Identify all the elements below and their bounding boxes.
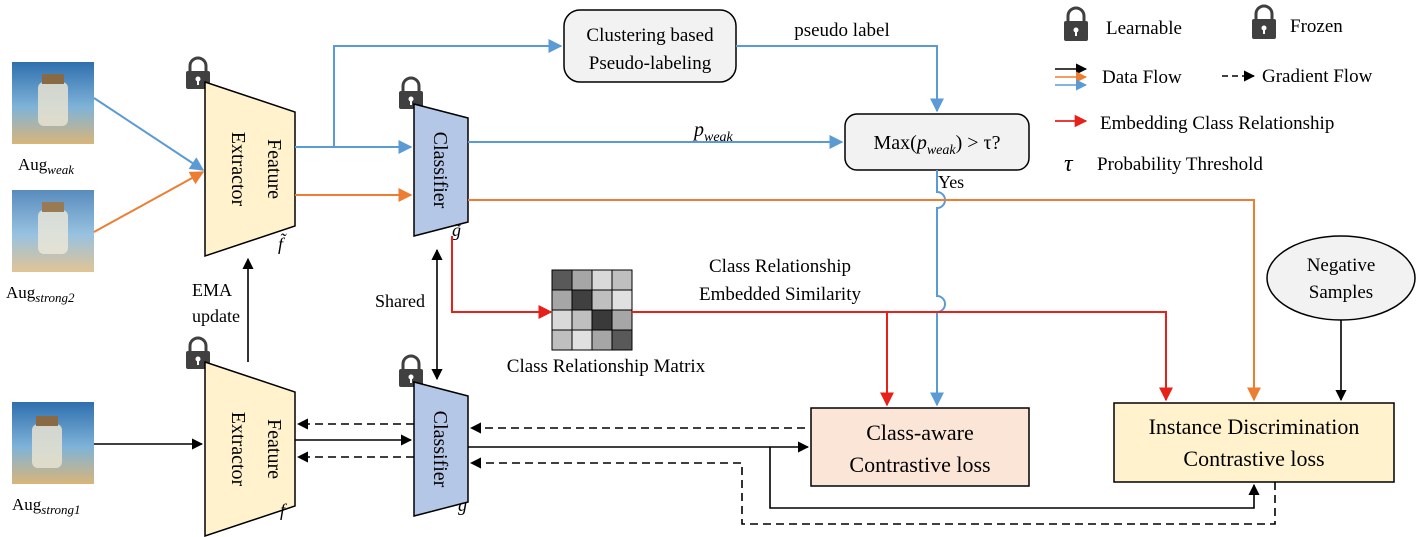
matrix-cell — [571, 309, 593, 331]
lock-icon — [1252, 4, 1276, 39]
crs-line1: Class Relationship — [709, 256, 851, 277]
class-aware-loss-box — [810, 407, 1030, 487]
arrow-to-matrix — [451, 236, 553, 319]
yes-label: Yes — [938, 172, 964, 192]
arrow-pseudo-label — [736, 45, 944, 113]
weak-data-flow — [93, 39, 946, 407]
g-label: g — [458, 495, 467, 515]
matrix-cell — [551, 329, 573, 351]
arrow-weak-to-fe — [93, 97, 205, 171]
matrix-cell — [611, 329, 633, 351]
matrix-cell — [611, 309, 633, 331]
class-aware-line1: Class-aware — [866, 420, 974, 445]
top-feature-extractor — [204, 80, 296, 258]
class-relationship-matrix — [551, 269, 633, 351]
arrow-matrix-to-instance — [631, 311, 1173, 402]
matrix-cell — [611, 269, 633, 291]
instance-line1: Instance Discrimination — [1149, 414, 1360, 439]
aug-weak-image — [12, 62, 94, 144]
matrix-cell — [591, 329, 613, 351]
aug-weak-label: Augweak — [18, 155, 74, 177]
matrix-cell — [591, 289, 613, 311]
top-classifier-label: Classifier — [429, 132, 451, 209]
f-label: f — [280, 500, 288, 520]
legend-tau-desc: Probability Threshold — [1097, 154, 1263, 175]
lock-icon — [399, 354, 423, 387]
matrix-cell — [571, 269, 593, 291]
matrix-cell — [591, 269, 613, 291]
legend-data-flow: Data Flow — [1102, 67, 1182, 88]
lock-icon — [399, 76, 423, 109]
bottom-classifier — [413, 381, 469, 517]
strong2-data-flow — [93, 171, 1261, 402]
negative-line2: Samples — [1309, 282, 1373, 303]
top-fe-line2: Extractor — [227, 132, 249, 207]
ema-line2: update — [192, 306, 240, 326]
bottom-fe-line2: Extractor — [227, 412, 249, 487]
clustering-line1: Clustering based — [586, 25, 714, 46]
matrix-label: Class Relationship Matrix — [507, 356, 706, 377]
legend-learnable: Learnable — [1106, 18, 1182, 39]
matrix-cell — [571, 329, 593, 351]
lock-icon — [1064, 6, 1088, 41]
clustering-line2: Pseudo-labeling — [589, 53, 712, 74]
matrix-cell — [551, 309, 573, 331]
instance-line2: Contrastive loss — [1183, 446, 1324, 471]
strong1-data-flow — [94, 248, 1347, 509]
aug-strong2-image — [12, 190, 94, 272]
instance-loss-box — [1113, 402, 1395, 483]
negative-samples-ellipse — [1266, 235, 1416, 321]
legend-embedding: Embedding Class Relationship — [1100, 113, 1334, 134]
pseudo-label-text: pseudo label — [794, 20, 890, 41]
matrix-cell — [551, 269, 573, 291]
matrix-cell — [571, 289, 593, 311]
grad-instance-to-classifier — [469, 457, 1276, 525]
embedding-flow — [451, 236, 1173, 407]
arrow-to-instance — [769, 447, 1260, 509]
aug-strong1-label: Augstrong1 — [12, 495, 81, 517]
legend-frozen: Frozen — [1290, 16, 1343, 37]
top-classifier — [413, 103, 469, 237]
top-fe-line1: Feature — [263, 139, 285, 199]
bottom-feature-extractor — [204, 360, 296, 537]
ema-line1: EMA — [192, 280, 232, 300]
arrow-strong2-to-fe — [93, 171, 205, 233]
class-aware-line2: Contrastive loss — [849, 452, 990, 477]
aug-strong2-label: Augstrong2 — [6, 283, 75, 305]
lock-icon — [186, 56, 210, 89]
arrow-classifier-to-instance — [468, 199, 1261, 402]
f-tilde-label: f̃ — [278, 233, 288, 254]
legend-gradient-flow: Gradient Flow — [1262, 66, 1373, 87]
shared-label: Shared — [375, 291, 425, 311]
threshold-text: Max(pweak) > τ? — [874, 132, 1001, 158]
bottom-classifier-label: Classifier — [429, 411, 451, 488]
bottom-fe-line1: Feature — [263, 419, 285, 479]
arrow-fe-to-clustering — [333, 39, 563, 147]
crs-line2: Embedded Similarity — [699, 284, 862, 305]
lock-icon — [186, 336, 210, 369]
legend-tau: τ — [1064, 151, 1074, 177]
matrix-cell — [591, 309, 613, 331]
arrow-yes-to-class-aware — [930, 170, 946, 407]
matrix-cell — [611, 289, 633, 311]
g-tilde-label: g̃ — [452, 220, 462, 240]
legend: Learnable Frozen Data Flow Gradient Flow… — [1055, 4, 1373, 177]
negative-line1: Negative — [1307, 255, 1376, 276]
matrix-cell — [551, 289, 573, 311]
gradient-flow — [296, 418, 1276, 525]
aug-strong1-image — [12, 402, 94, 484]
